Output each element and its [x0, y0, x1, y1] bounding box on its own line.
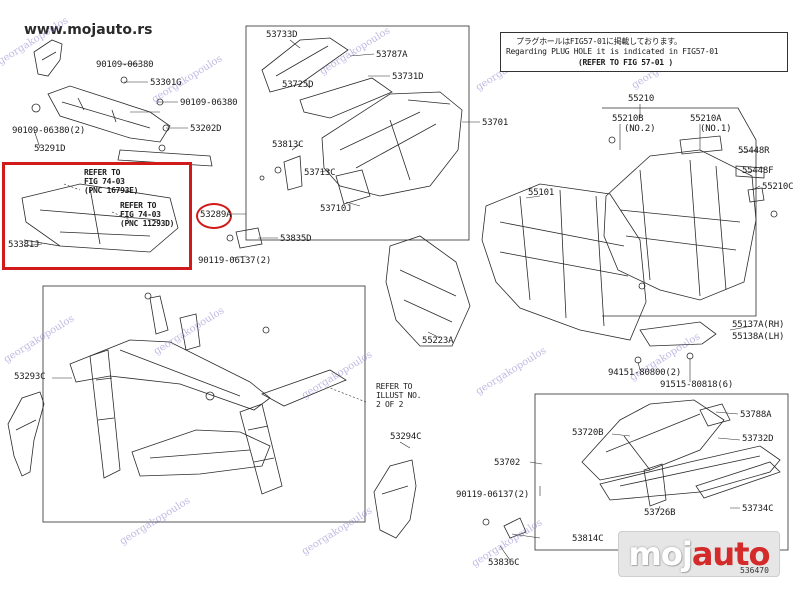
leader-lines	[23, 39, 761, 561]
part-label: 90109-06380(2)	[12, 126, 86, 136]
side-member-right	[373, 459, 417, 539]
dash-side-panel	[385, 235, 471, 347]
frame-front-frame-group	[42, 285, 366, 523]
frame-upper-apron-group	[245, 25, 470, 241]
part-label: 53381J	[8, 240, 40, 250]
refer-note-illust: REFER TO ILLUST NO. 2 OF 2	[376, 382, 422, 409]
part-label: 53733D	[266, 30, 298, 40]
part-label: 53293C	[14, 372, 46, 382]
note-line-ref: (REFER TO FIG 57-01 )	[578, 58, 673, 67]
apron-side-member	[335, 169, 371, 205]
refer-note-fig74-a: REFER TO FIG 74-03 (PNC 16793E)	[84, 168, 139, 195]
part-label: 53813C	[272, 140, 304, 150]
note-line-jp: プラグホールはFIG57-01に掲載しております。	[516, 37, 682, 46]
part-label: 90119-06137(2)	[456, 490, 530, 500]
lower-apron-plate	[503, 517, 527, 539]
plug-hole-note	[500, 32, 788, 72]
bracket-top-left	[33, 39, 63, 77]
lower-apron-bracket	[699, 403, 731, 427]
dash-clip	[747, 187, 765, 203]
brand-watermark-left: moj	[628, 535, 693, 573]
front-bracket	[261, 369, 347, 407]
part-label: 53787A	[376, 50, 408, 60]
part-label: 55448R	[738, 146, 770, 156]
radiator-support-side-right	[239, 403, 283, 495]
apron-upper-member	[261, 37, 349, 93]
part-label: 53734C	[742, 504, 774, 514]
part-label: 55210	[628, 94, 655, 104]
radiator-support-upper	[69, 339, 271, 411]
part-label: 55210A	[690, 114, 722, 124]
part-label: 53731D	[392, 72, 424, 82]
dash-panel-inner	[603, 149, 757, 301]
part-label: 53701	[482, 118, 509, 128]
part-label: 53720B	[572, 428, 604, 438]
frame-dash-panel-group	[602, 107, 757, 317]
refer-note-fig74-b: REFER TO FIG 74-03 (PNC 11293D)	[120, 201, 175, 228]
note-line-en: Regarding PLUG HOLE it is indicated in F…	[506, 47, 719, 56]
part-label: 94151-80800(2)	[608, 368, 682, 378]
part-label: 90119-06137(2)	[198, 256, 272, 266]
part-label: 55223A	[422, 336, 454, 346]
part-label: 53725D	[282, 80, 314, 90]
radiator-support-lower	[131, 429, 271, 477]
apron-reinforcement	[299, 77, 393, 119]
part-label: 55210C	[762, 182, 794, 192]
part-label: (NO.2)	[624, 124, 656, 134]
part-label: 53702	[494, 458, 521, 468]
highlight-circle	[196, 203, 232, 229]
part-label: 53713C	[304, 168, 336, 178]
part-label: 55448F	[742, 166, 774, 176]
part-label: 53710J	[320, 204, 352, 214]
side-member-left	[7, 391, 45, 477]
cowl-top-panel	[47, 85, 171, 143]
image-code: 536470	[740, 566, 769, 575]
part-label: 90109-06380	[180, 98, 238, 108]
apron-bracket	[283, 155, 303, 191]
part-label: 53836C	[488, 558, 520, 568]
front-stay-2	[179, 313, 201, 351]
part-label: 53835D	[280, 234, 312, 244]
brand-watermark-right: auto	[691, 535, 771, 573]
part-label: 53294C	[390, 432, 422, 442]
part-label: 53289A	[200, 210, 232, 220]
dash-brace	[639, 321, 717, 347]
refer-lines	[63, 183, 367, 403]
highlight-box	[2, 162, 192, 270]
lower-apron-member	[599, 445, 781, 501]
lower-apron-panel	[581, 399, 725, 481]
front-stay	[149, 295, 169, 335]
insulator-panel	[21, 183, 179, 253]
part-label: 55101	[528, 188, 555, 198]
part-label: 53291D	[34, 144, 66, 154]
lower-apron-rail	[695, 461, 781, 499]
site-watermark: www.mojauto.rs	[24, 22, 153, 38]
cowl-brace	[117, 149, 213, 167]
part-label: 90109-06380	[96, 60, 154, 70]
radiator-support-side-left	[89, 349, 121, 479]
part-label: 53301G	[150, 78, 182, 88]
part-label: 91515-80818(6)	[660, 380, 734, 390]
part-label: 53726B	[644, 508, 676, 518]
lower-apron-stay	[643, 463, 667, 507]
dash-panel-outer	[481, 183, 647, 341]
part-label: 53202D	[190, 124, 222, 134]
part-label: 55137A(RH)	[732, 320, 785, 330]
part-label: (NO.1)	[700, 124, 732, 134]
part-label: 53788A	[740, 410, 772, 420]
part-label: 55210B	[612, 114, 644, 124]
apron-panel	[321, 91, 463, 197]
part-label: 53732D	[742, 434, 774, 444]
part-label: 55138A(LH)	[732, 332, 785, 342]
part-label: 53814C	[572, 534, 604, 544]
dash-silencer-f	[735, 165, 765, 179]
mid-bracket	[235, 227, 263, 249]
dash-silencer-r	[679, 135, 723, 155]
